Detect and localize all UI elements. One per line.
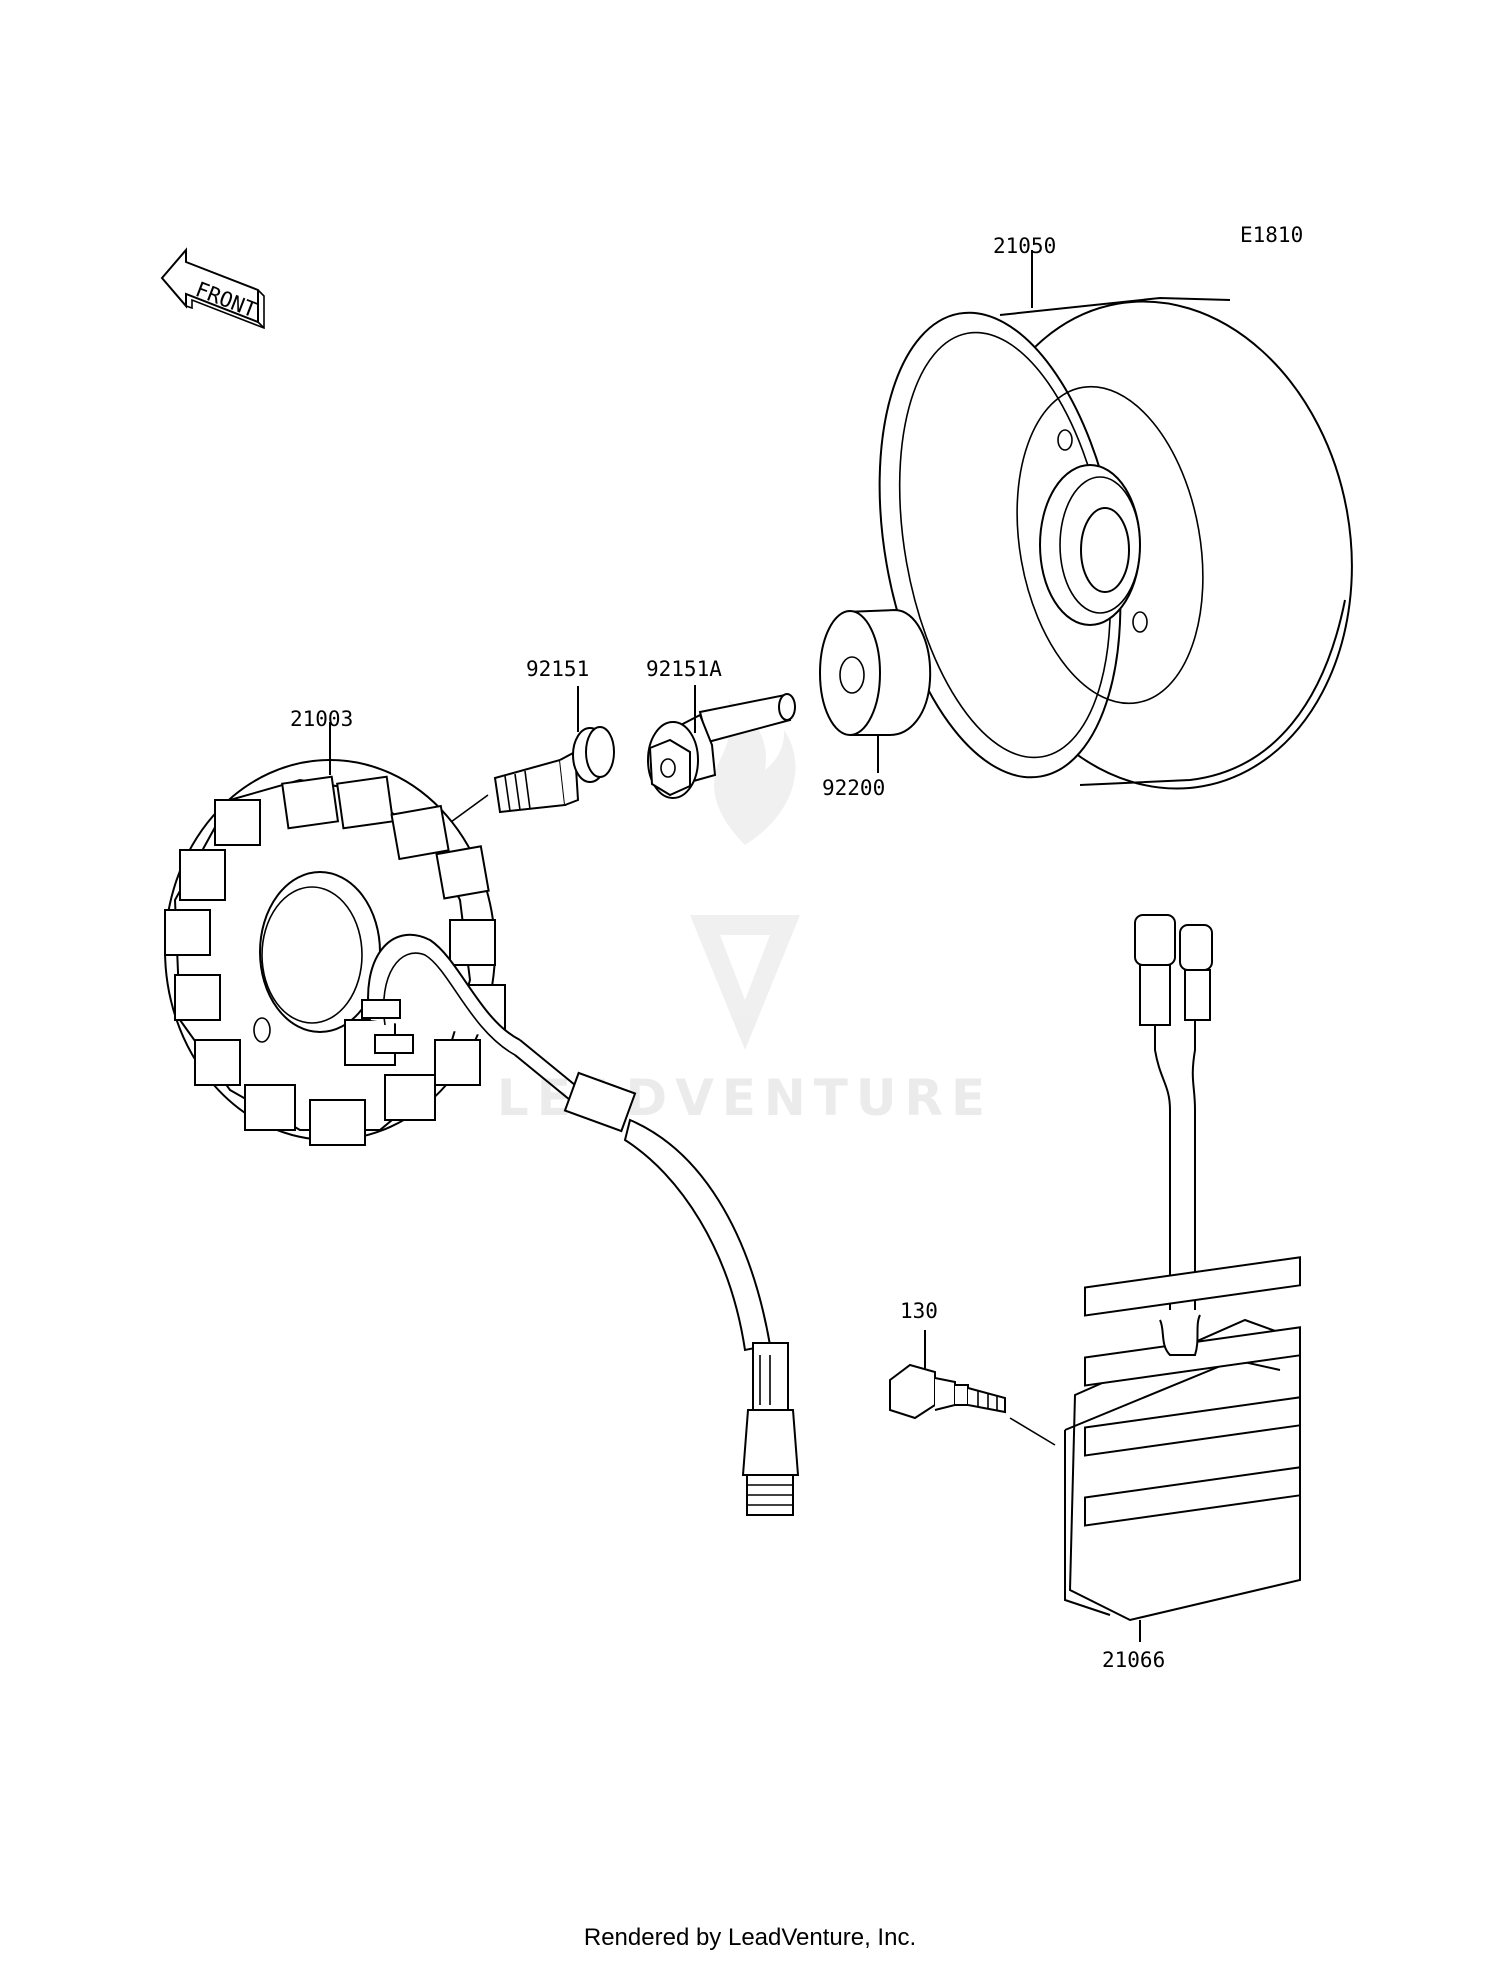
bolt-with-washer bbox=[647, 693, 796, 799]
bolt bbox=[493, 726, 615, 814]
footer-credit: Rendered by LeadVenture, Inc. bbox=[583, 1924, 917, 1951]
mounting-bolt bbox=[889, 1363, 1006, 1420]
part-number-130: 130 bbox=[900, 1299, 938, 1323]
part-number-92200: 92200 bbox=[822, 776, 885, 800]
diagram-code: E1810 bbox=[1240, 223, 1303, 247]
part-number-21050: 21050 bbox=[993, 234, 1056, 258]
stator-coil bbox=[164, 759, 800, 1516]
regulator-rectifier bbox=[1064, 914, 1301, 1622]
part-number-92151A: 92151A bbox=[646, 657, 722, 681]
part-number-21066: 21066 bbox=[1102, 1648, 1165, 1672]
flywheel-rotor bbox=[878, 296, 1353, 790]
washer bbox=[819, 608, 932, 736]
part-number-21003: 21003 bbox=[290, 707, 353, 731]
part-number-92151: 92151 bbox=[526, 657, 589, 681]
front-arrow-icon: FRONT bbox=[160, 247, 265, 330]
